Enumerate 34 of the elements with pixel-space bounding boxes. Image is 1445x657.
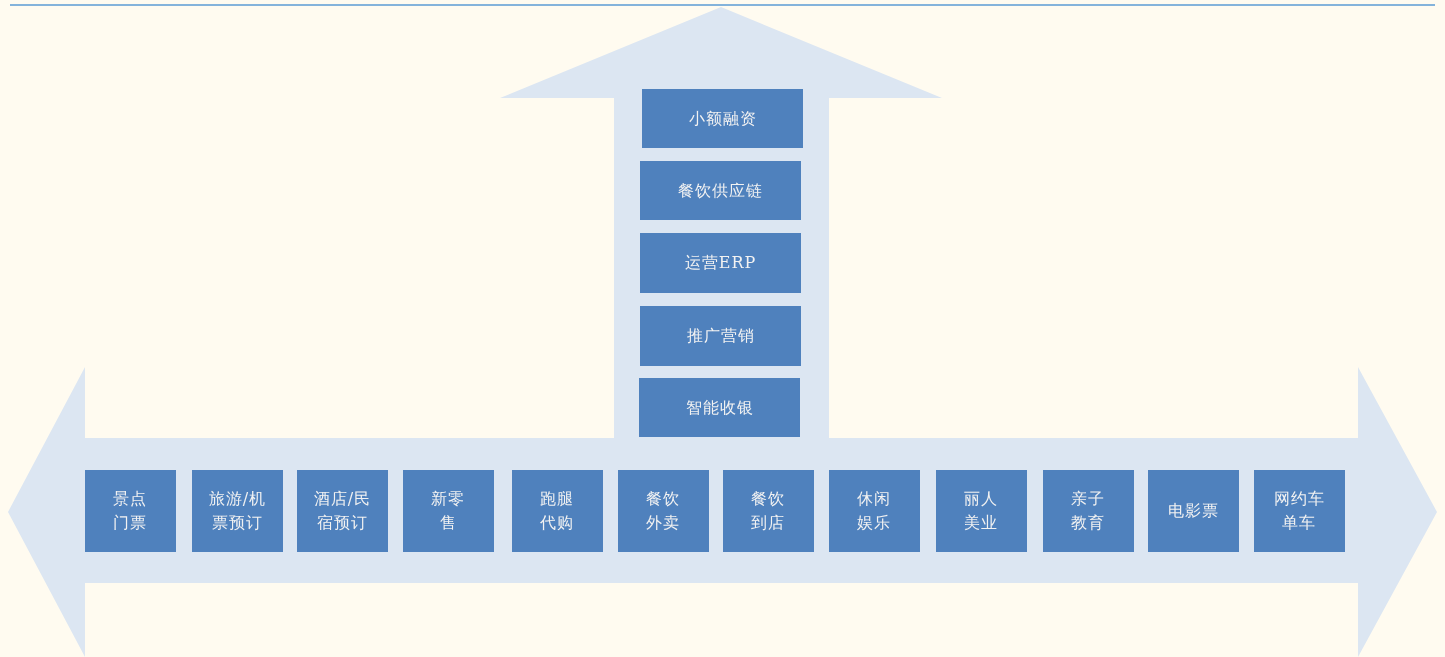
box-label: 电影票 — [1167, 500, 1220, 522]
service-box — [642, 89, 803, 148]
box-label: 丽人美业 — [963, 488, 1000, 534]
scenario-box — [1148, 470, 1239, 552]
box-label: 智能收银 — [685, 396, 754, 419]
service-box — [639, 378, 800, 437]
scenario-box — [297, 470, 388, 552]
service-box — [640, 306, 801, 366]
scenario-box — [512, 470, 603, 552]
box-label: 小额融资 — [688, 107, 757, 130]
box-label: 餐饮到店 — [750, 488, 787, 534]
scenario-box — [1043, 470, 1134, 552]
box-label: 运营ERP — [684, 252, 757, 274]
box-label: 休闲娱乐 — [856, 488, 893, 534]
scenario-box — [403, 470, 494, 552]
scenario-box — [85, 470, 176, 552]
box-label: 网约车单车 — [1273, 488, 1326, 534]
box-label: 餐饮外卖 — [645, 488, 682, 534]
scenario-box — [192, 470, 283, 552]
box-label: 跑腿代购 — [539, 488, 576, 534]
scenario-box — [618, 470, 709, 552]
box-label: 酒店/民宿预订 — [312, 488, 373, 534]
service-box — [640, 233, 801, 293]
scenario-box — [1254, 470, 1345, 552]
box-label: 景点门票 — [112, 488, 149, 534]
box-label: 新零售 — [430, 488, 467, 534]
box-label: 亲子教育 — [1070, 488, 1107, 534]
scenario-box — [829, 470, 920, 552]
box-label: 旅游/机票预订 — [207, 488, 268, 534]
scenario-box — [723, 470, 814, 552]
box-label: 餐饮供应链 — [678, 179, 763, 202]
box-label: 推广营销 — [686, 325, 755, 347]
scenario-box — [936, 470, 1027, 552]
service-box — [640, 161, 801, 220]
